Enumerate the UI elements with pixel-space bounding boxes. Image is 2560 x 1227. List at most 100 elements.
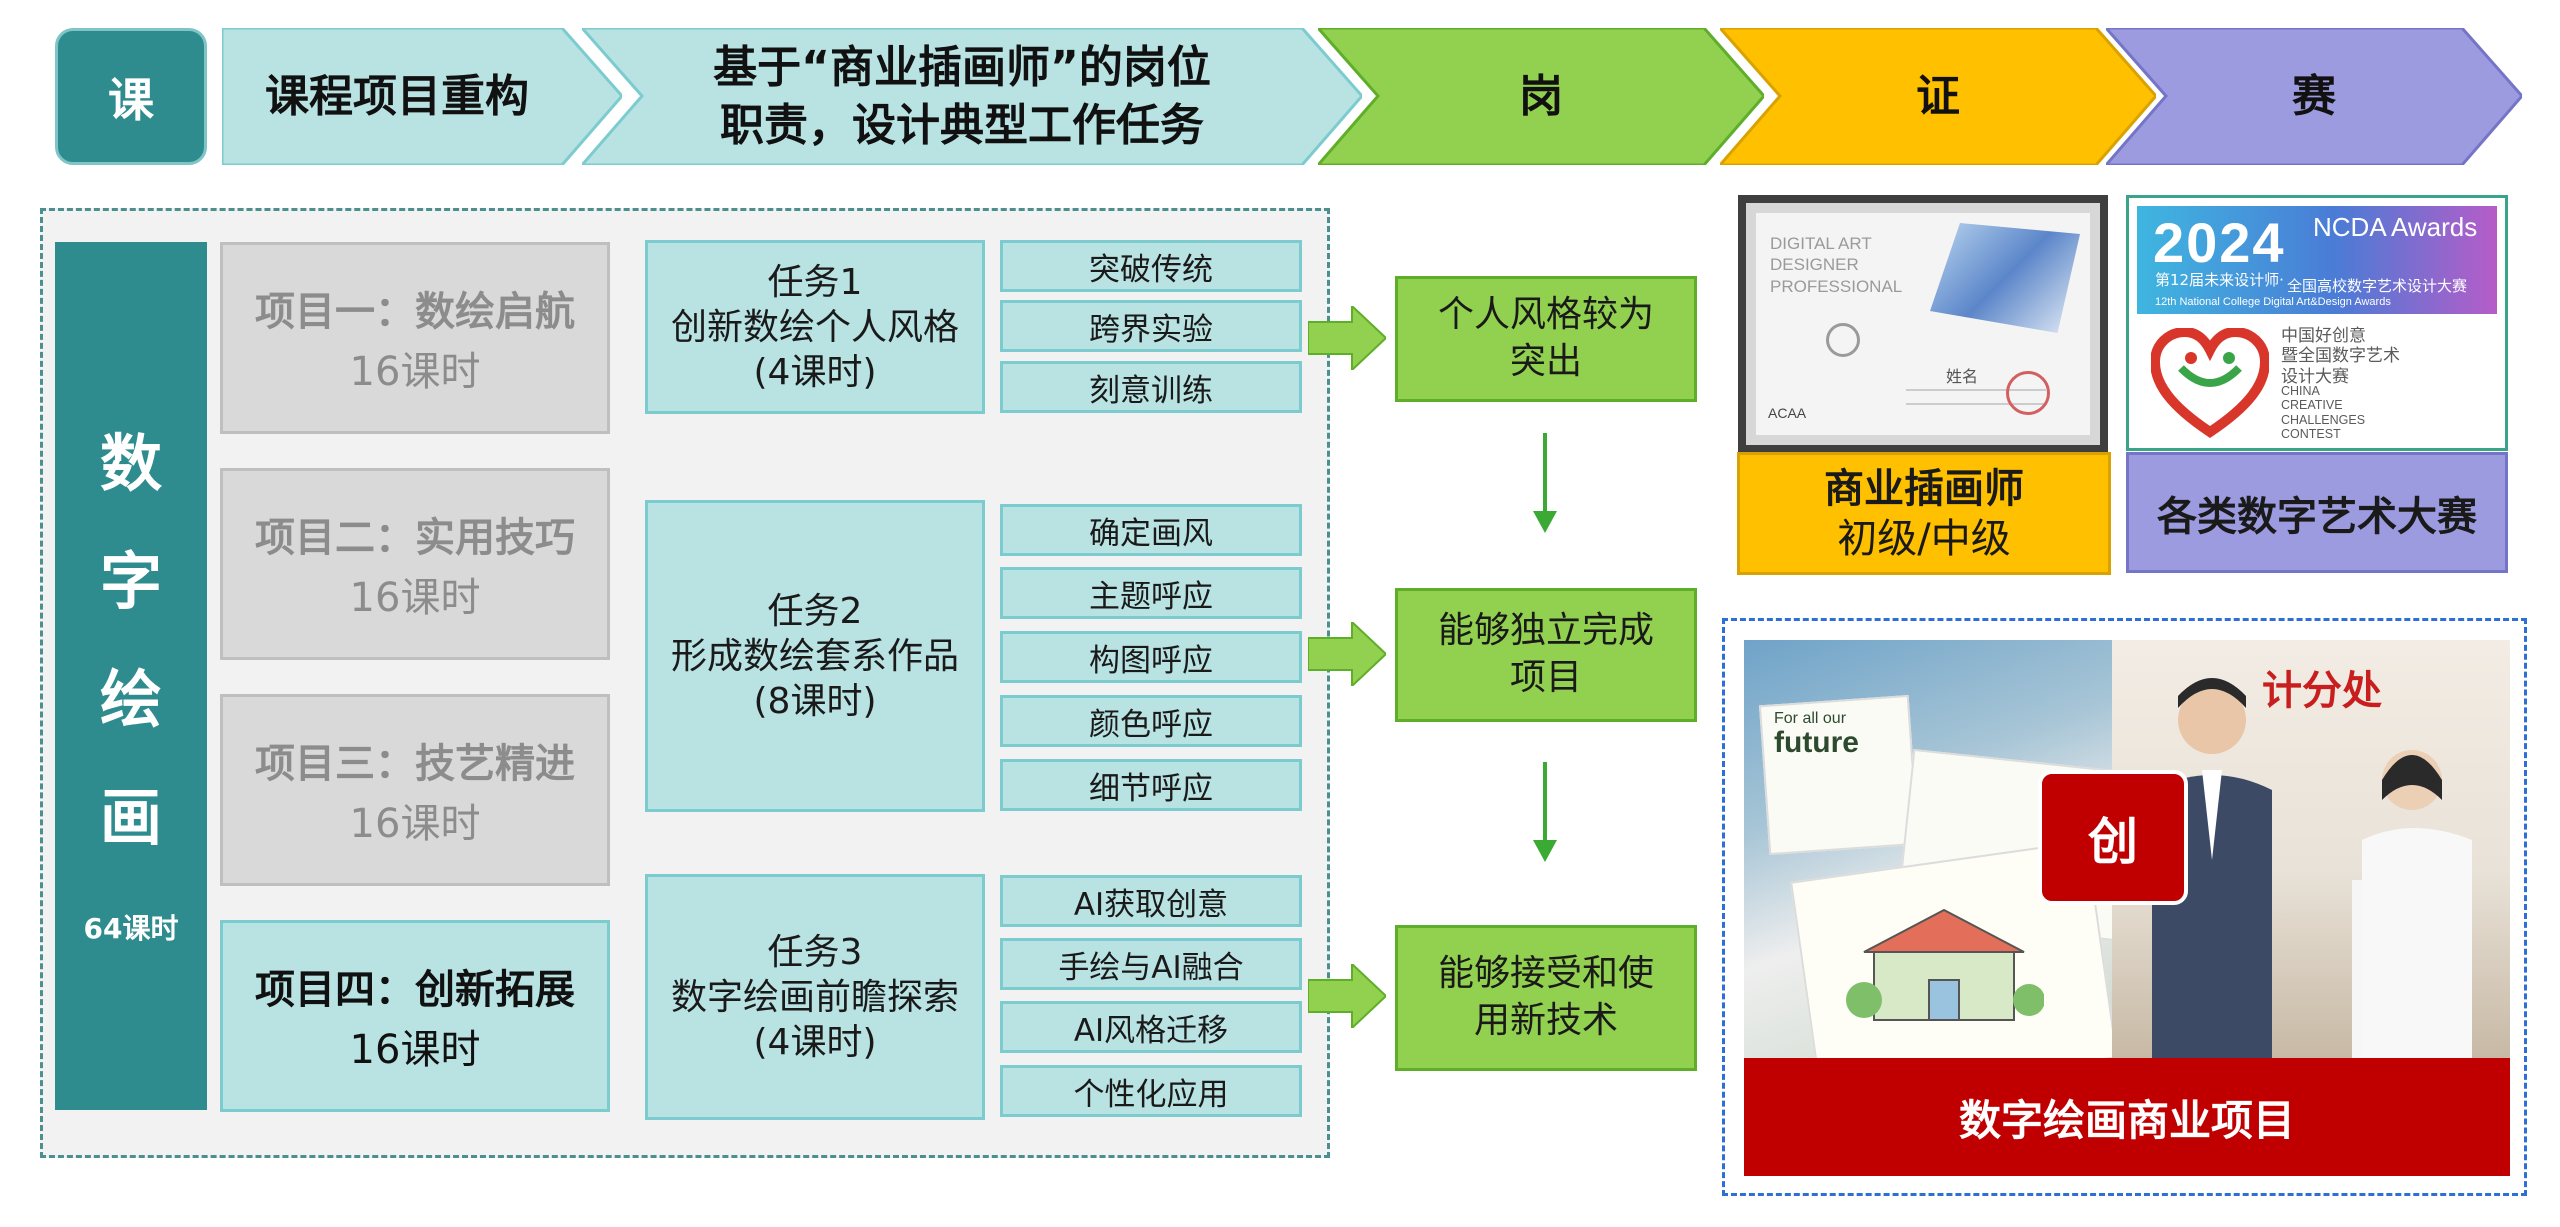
subtask: AI获取创意	[1000, 875, 1302, 927]
subtask: 个性化应用	[1000, 1065, 1302, 1117]
step-competition: 赛	[2106, 28, 2522, 165]
task-desc: 创新数绘个人风格	[670, 306, 959, 348]
cert-name: 姓名	[1946, 367, 1979, 386]
ccc-en-line: CHINA	[2281, 384, 2320, 398]
project-hours: 16课时	[349, 575, 481, 621]
task-3: 任务3 数字绘画前瞻探索 (4课时)	[645, 874, 985, 1120]
task-hours: (4课时)	[753, 1021, 877, 1063]
step-certificate: 证	[1720, 28, 2156, 165]
outcome-line: 突出	[1509, 341, 1582, 382]
step-label-line1: 基于“商业插画师”的岗位	[713, 42, 1211, 94]
poster-cn-line: 第12届未来设计师·	[2155, 271, 2284, 289]
arrow-down-icon	[1533, 762, 1557, 862]
arrow-right-icon	[1308, 306, 1386, 370]
subtask: 手绘与AI融合	[1000, 938, 1302, 990]
subtask: 颜色呼应	[1000, 695, 1302, 747]
step-course-restructure: 课程项目重构	[222, 28, 622, 165]
step-job-duty-design: 基于“商业插画师”的岗位 职责，设计典型工作任务	[582, 28, 1362, 165]
ccc-cn-line: 暨全国数字艺术	[2281, 346, 2400, 367]
task-name: 任务1	[767, 261, 863, 303]
step-label: 课程项目重构	[265, 70, 529, 122]
task-desc: 数字绘画前瞻探索	[670, 976, 959, 1018]
ccc-cn-line: 设计大赛	[2281, 366, 2349, 387]
cert-label-level: 初级/中级	[1837, 515, 2011, 562]
outcome-line: 能够独立完成	[1437, 610, 1654, 652]
step-label: 赛	[2292, 70, 2336, 122]
task-name: 任务2	[767, 590, 863, 632]
step-label: 证	[1916, 70, 1960, 122]
project-4: 项目四：创新拓展 16课时	[220, 920, 610, 1112]
task-desc: 形成数绘套系作品	[670, 635, 959, 677]
outcome-line: 能够接受和使	[1437, 953, 1654, 995]
cert-text: DIGITAL ART	[1770, 234, 1872, 253]
seal-icon	[1826, 323, 1860, 357]
photo-text: future	[1774, 726, 1859, 759]
cert-text: DESIGNER	[1770, 255, 1859, 275]
project-hours: 16课时	[349, 349, 481, 395]
commercial-project-label: 数字绘画商业项目	[1744, 1058, 2510, 1176]
step-job: 岗	[1318, 28, 1764, 165]
competition-label: 各类数字艺术大赛	[2126, 452, 2508, 573]
task-name: 任务3	[767, 931, 863, 973]
course-title-bar: 数 字 绘 画 64课时	[55, 242, 207, 1110]
photo-text: For all our	[1774, 710, 1847, 727]
project-title: 项目一：数绘启航	[255, 289, 575, 335]
cert-text: PROFESSIONAL	[1770, 276, 1903, 296]
innovation-badge: 创	[2038, 770, 2188, 905]
project-1: 项目一：数绘启航 16课时	[220, 242, 610, 434]
step-label: 岗	[1519, 70, 1563, 122]
title-char: 画	[99, 781, 162, 854]
arrow-right-icon	[1308, 622, 1386, 686]
step-label-line2: 职责，设计典型工作任务	[720, 99, 1204, 151]
award-ceremony-photo: 计分处	[2112, 640, 2510, 1058]
ccc-en-line: CREATIVE	[2281, 398, 2343, 413]
arrow-right-icon	[1308, 964, 1386, 1028]
project-hours: 16课时	[349, 1027, 481, 1073]
title-char: 数	[99, 427, 162, 500]
certificate-image: DIGITAL ART DESIGNER PROFESSIONAL 姓名 ACA…	[1738, 195, 2108, 453]
outcome-1: 个人风格较为 突出	[1395, 276, 1697, 402]
poster-award: NCDA Awards	[2313, 212, 2478, 242]
ccc-en-line: CHALLENGES	[2281, 412, 2366, 427]
subtask: 构图呼应	[1000, 631, 1302, 683]
project-3: 项目三：技艺精进 16课时	[220, 694, 610, 886]
building-sketch-icon	[1846, 908, 2044, 1021]
outcome-line: 用新技术	[1473, 1000, 1618, 1041]
subtask: 主题呼应	[1000, 567, 1302, 619]
ccc-cn-line: 中国好创意	[2281, 326, 2366, 346]
poster-en-line: 12th National College Digital Art&Design…	[2155, 296, 2391, 308]
task-hours: (4课时)	[753, 351, 877, 393]
outcome-2: 能够独立完成 项目	[1395, 588, 1697, 722]
task-1: 任务1 创新数绘个人风格 (4课时)	[645, 240, 985, 414]
cert-label-title: 商业插画师	[1824, 465, 2024, 512]
arrow-down-icon	[1533, 433, 1557, 533]
photo-sign-text: 计分处	[2262, 668, 2382, 714]
cert-logo: ACAA	[1768, 405, 1807, 421]
prism-graphic	[1930, 223, 2080, 333]
subtask: AI风格迁移	[1000, 1001, 1302, 1053]
poster-year: 2024	[2153, 211, 2286, 274]
outcome-line: 个人风格较为	[1437, 294, 1654, 336]
project-hours: 16课时	[349, 801, 481, 847]
outcome-3: 能够接受和使 用新技术	[1395, 925, 1697, 1071]
task-2: 任务2 形成数绘套系作品 (8课时)	[645, 500, 985, 812]
certificate-label: 商业插画师 初级/中级	[1737, 452, 2111, 575]
outcome-line: 项目	[1509, 657, 1582, 698]
task-hours: (8课时)	[753, 680, 877, 722]
red-seal-icon	[2006, 371, 2050, 415]
title-char: 字	[99, 545, 162, 618]
project-2: 项目二：实用技巧 16课时	[220, 468, 610, 660]
subtask: 确定画风	[1000, 504, 1302, 556]
title-char: 绘	[99, 663, 162, 736]
total-hours: 64课时	[83, 912, 179, 945]
poster-cn-line: 全国高校数字艺术设计大赛	[2287, 277, 2468, 295]
subtask: 跨界实验	[1000, 300, 1302, 352]
subtask: 突破传统	[1000, 240, 1302, 292]
heart-logo-icon	[2151, 328, 2269, 438]
project-title: 项目四：创新拓展	[255, 967, 575, 1013]
subtask: 刻意训练	[1000, 361, 1302, 413]
speaker-figure-icon	[2362, 750, 2472, 1058]
course-tag: 课	[55, 28, 207, 165]
competition-poster: 2024 NCDA Awards 第12届未来设计师· 全国高校数字艺术设计大赛…	[2126, 195, 2508, 451]
subtask: 细节呼应	[1000, 759, 1302, 811]
